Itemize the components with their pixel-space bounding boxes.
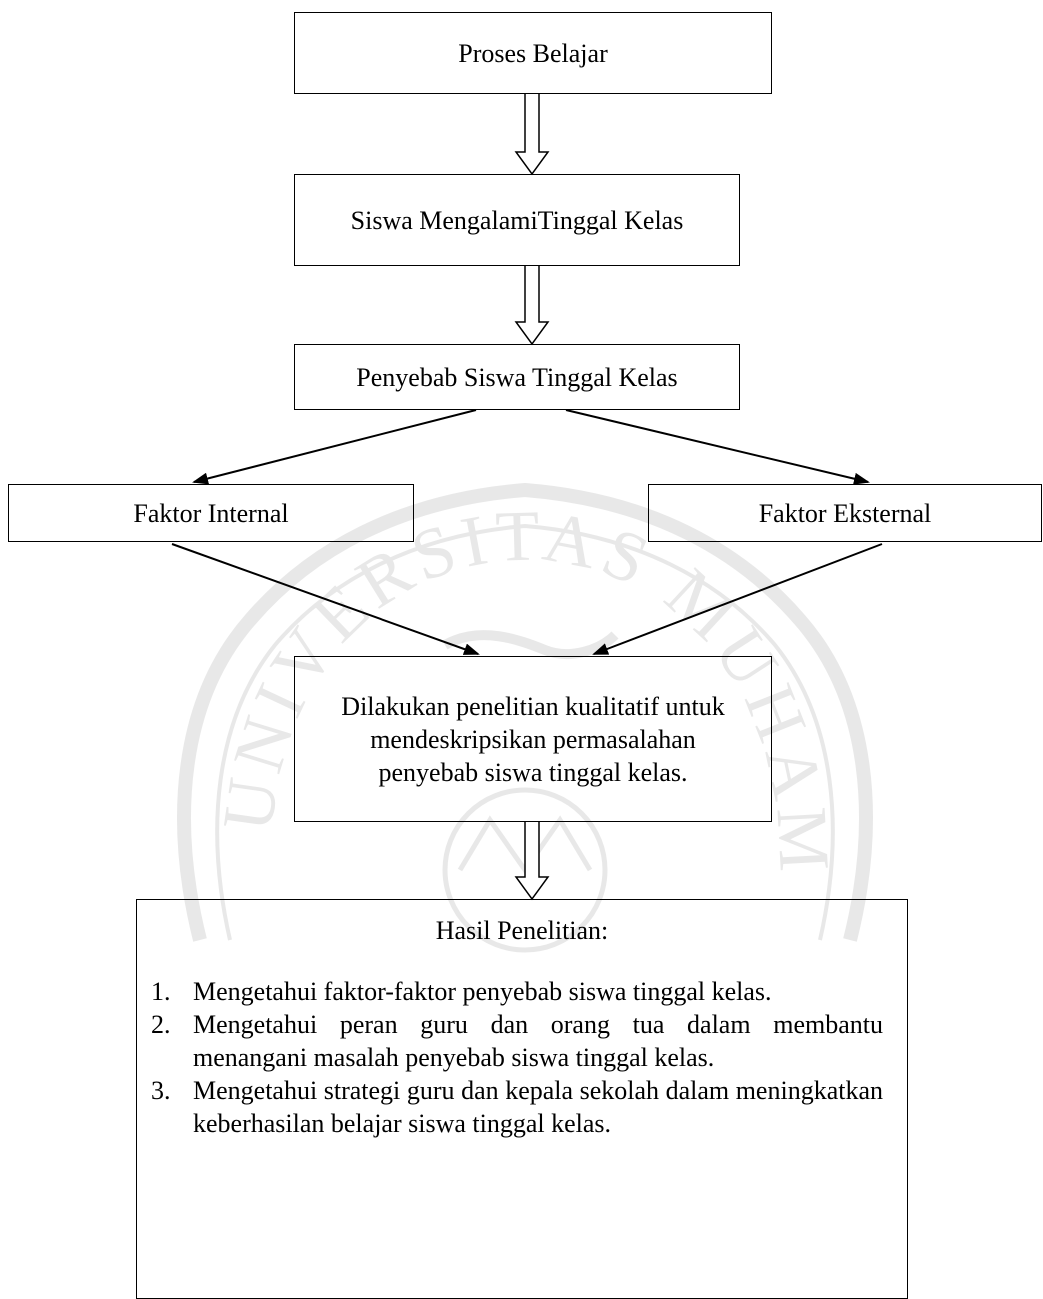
hasil-list-item: 1. Mengetahui faktor-faktor penyebab sis… (151, 975, 883, 1008)
box-proses-belajar-label: Proses Belajar (458, 38, 608, 68)
arrow-penyebab-to-internal (192, 409, 477, 485)
box-penelitian: Dilakukan penelitian kualitatif untuk me… (294, 656, 772, 822)
box-siswa-tinggal-kelas: Siswa MengalamiTinggal Kelas (294, 174, 740, 266)
hasil-list-item: 3. Mengetahui strategi guru dan kepala s… (151, 1074, 883, 1140)
box-penyebab: Penyebab Siswa Tinggal Kelas (294, 344, 740, 410)
hasil-item-text: Mengetahui peran guru dan orang tua dala… (193, 1010, 883, 1072)
hasil-item-text: Mengetahui strategi guru dan kepala seko… (193, 1076, 883, 1138)
box-faktor-eksternal: Faktor Eksternal (648, 484, 1042, 542)
box-penelitian-label: Dilakukan penelitian kualitatif untuk me… (341, 691, 725, 787)
box-faktor-internal-label: Faktor Internal (133, 498, 289, 528)
box-penyebab-label: Penyebab Siswa Tinggal Kelas (356, 362, 678, 392)
hasil-item-number: 2. (151, 1010, 171, 1039)
box-faktor-eksternal-label: Faktor Eksternal (758, 498, 932, 528)
arrow-internal-to-penelitian (171, 543, 480, 655)
hasil-title: Hasil Penelitian: (435, 916, 609, 945)
box-faktor-internal: Faktor Internal (8, 484, 414, 542)
arrow-eksternal-to-penelitian (592, 543, 883, 655)
hollow-arrow-penelitian-to-hasil (514, 822, 550, 901)
hollow-arrow-siswa-to-penyebab (514, 266, 550, 346)
hollow-arrow-proses-to-siswa (514, 94, 550, 176)
arrow-penyebab-to-eksternal (565, 409, 870, 485)
hasil-item-number: 3. (151, 1076, 171, 1105)
box-hasil-penelitian: Hasil Penelitian: 1. Mengetahui faktor-f… (136, 899, 908, 1299)
hasil-list: 1. Mengetahui faktor-faktor penyebab sis… (137, 975, 907, 1140)
hasil-item-text: Mengetahui faktor-faktor penyebab siswa … (193, 977, 772, 1006)
box-proses-belajar: Proses Belajar (294, 12, 772, 94)
hasil-list-item: 2. Mengetahui peran guru dan orang tua d… (151, 1008, 883, 1074)
hasil-item-number: 1. (151, 977, 171, 1006)
box-siswa-tinggal-kelas-label: Siswa MengalamiTinggal Kelas (350, 205, 684, 235)
